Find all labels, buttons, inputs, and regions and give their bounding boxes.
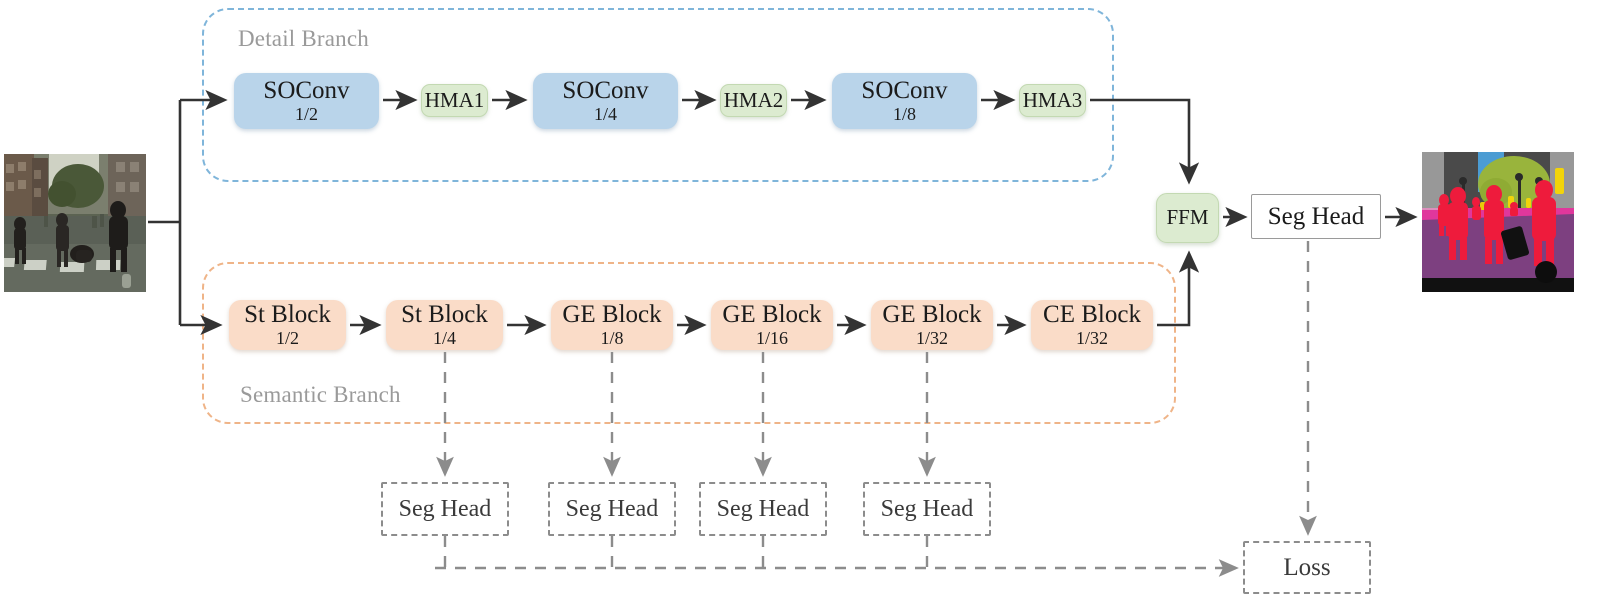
detail-branch-container xyxy=(202,8,1114,182)
st-block-1-4[interactable]: St Block 1/4 xyxy=(386,300,503,350)
node-scale: 1/8 xyxy=(892,104,916,125)
node-title: Loss xyxy=(1283,553,1331,581)
hma3[interactable]: HMA3 xyxy=(1019,84,1086,117)
node-scale: 1/2 xyxy=(294,104,318,125)
st-block-1-2[interactable]: St Block 1/2 xyxy=(229,300,346,350)
node-title: FFM xyxy=(1166,205,1209,230)
node-title: SOConv xyxy=(861,77,948,105)
ge-block-1-32[interactable]: GE Block 1/32 xyxy=(871,300,993,350)
aux-seg-head-1[interactable]: Seg Head xyxy=(381,482,509,536)
node-title: GE Block xyxy=(562,301,662,329)
aux-seg-head-2[interactable]: Seg Head xyxy=(548,482,676,536)
input-street-scene xyxy=(4,154,146,292)
ce-block-1-32[interactable]: CE Block 1/32 xyxy=(1031,300,1153,350)
seg-head-main[interactable]: Seg Head xyxy=(1251,194,1381,239)
node-scale: 1/4 xyxy=(432,328,456,349)
node-scale: 1/16 xyxy=(755,328,788,349)
soconv-1-2[interactable]: SOConv 1/2 xyxy=(234,73,379,129)
ffm-block[interactable]: FFM xyxy=(1156,193,1219,243)
detail-branch-label: Detail Branch xyxy=(238,26,369,51)
aux-seg-head-4[interactable]: Seg Head xyxy=(863,482,991,536)
node-title: Seg Head xyxy=(716,495,810,522)
ge-block-1-16[interactable]: GE Block 1/16 xyxy=(711,300,833,350)
node-title: Seg Head xyxy=(565,495,659,522)
node-title: CE Block xyxy=(1043,301,1141,329)
node-title: Seg Head xyxy=(880,495,974,522)
semantic-branch-label: Semantic Branch xyxy=(240,382,401,407)
node-title: GE Block xyxy=(882,301,982,329)
node-title: HMA3 xyxy=(1022,87,1083,112)
node-title: HMA1 xyxy=(424,87,485,112)
node-scale: 1/32 xyxy=(915,328,948,349)
output-segmentation-map xyxy=(1422,152,1574,292)
node-title: St Block xyxy=(244,301,331,329)
node-title: St Block xyxy=(401,301,488,329)
node-title: GE Block xyxy=(722,301,822,329)
hma1[interactable]: HMA1 xyxy=(421,84,488,117)
hma2[interactable]: HMA2 xyxy=(720,84,787,117)
node-scale: 1/8 xyxy=(600,328,624,349)
node-scale: 1/2 xyxy=(275,328,299,349)
aux-seg-head-3[interactable]: Seg Head xyxy=(699,482,827,536)
soconv-1-8[interactable]: SOConv 1/8 xyxy=(832,73,977,129)
node-scale: 1/4 xyxy=(593,104,617,125)
soconv-1-4[interactable]: SOConv 1/4 xyxy=(533,73,678,129)
node-title: Seg Head xyxy=(398,495,492,522)
ge-block-1-8[interactable]: GE Block 1/8 xyxy=(551,300,673,350)
node-title: Seg Head xyxy=(1267,202,1365,230)
semantic-branch-container xyxy=(202,262,1176,424)
node-title: SOConv xyxy=(263,77,350,105)
node-title: HMA2 xyxy=(723,87,784,112)
node-title: SOConv xyxy=(562,77,649,105)
loss-block[interactable]: Loss xyxy=(1243,541,1371,594)
node-scale: 1/32 xyxy=(1075,328,1108,349)
